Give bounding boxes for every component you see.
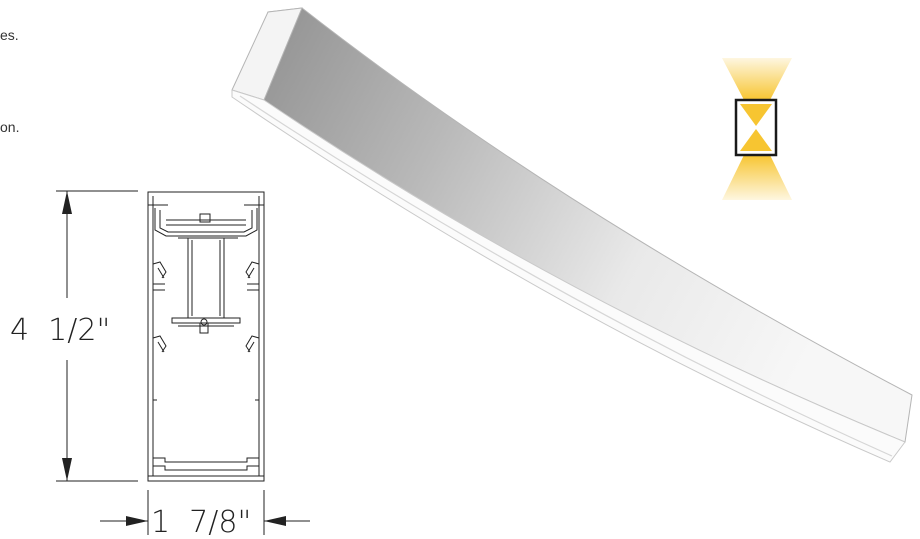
fixture-side-face	[249, 7, 913, 443]
up-down-light-distribution-icon	[722, 58, 792, 200]
width-dimension	[100, 490, 310, 535]
height-dimension-label: 4 1/2"	[10, 313, 110, 348]
fixture-lens-edge	[231, 89, 906, 463]
text-fragment-middle: on.	[0, 119, 20, 135]
text-fragment-top: es.	[0, 27, 19, 43]
height-dimension	[56, 190, 138, 482]
extrusion-cross-section	[147, 191, 265, 482]
width-dimension-label: 1 7/8"	[151, 505, 251, 539]
curved-fixture-render	[231, 7, 913, 463]
